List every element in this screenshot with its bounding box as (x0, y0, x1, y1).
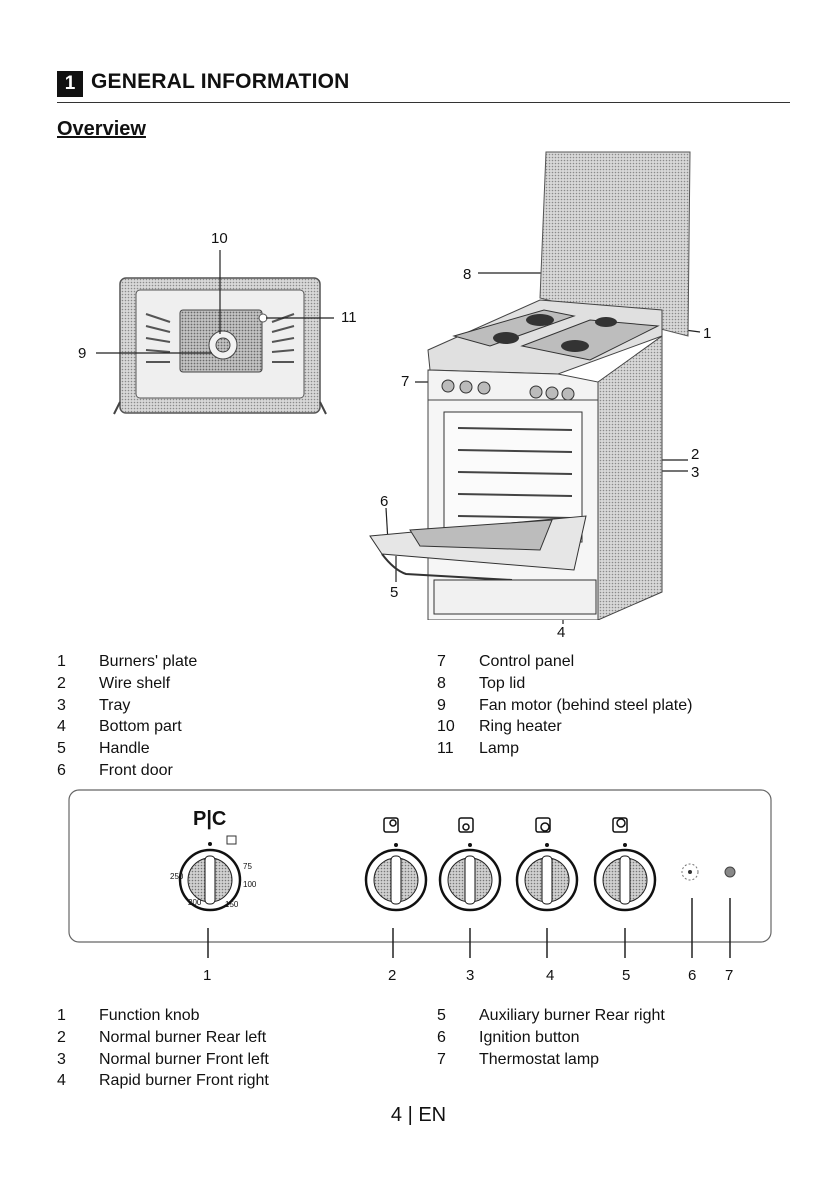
overview-heading: Overview (57, 118, 146, 140)
panel-callout-5: 5 (622, 967, 631, 984)
list-item: 3 Normal burner Front left (57, 1049, 269, 1071)
list-item: 3 Tray (57, 695, 197, 717)
item-number: 3 (57, 1050, 66, 1068)
item-number: 10 (437, 718, 455, 736)
control-panel-figure (68, 789, 772, 958)
item-number: 9 (437, 696, 446, 714)
function-knob-label: P|C (193, 808, 227, 830)
item-number: 4 (57, 718, 66, 736)
thermostat-lamp (724, 866, 736, 878)
cooker-figure (369, 151, 691, 620)
item-label: Wire shelf (99, 674, 171, 692)
callout-7: 7 (401, 373, 410, 390)
item-label: Ignition button (479, 1028, 580, 1046)
list-item: 6 Ignition button (437, 1027, 665, 1049)
item-label: Burners' plate (99, 653, 198, 670)
parts-list-right: 7 Control panel 8 Top lid 9 Fan motor (behi… (437, 651, 692, 760)
callout-8: 8 (463, 266, 472, 283)
item-number: 6 (437, 1028, 446, 1046)
item-number: 7 (437, 1050, 446, 1068)
item-number: 8 (437, 674, 446, 692)
panel-callout-7: 7 (725, 967, 734, 984)
list-item: 4 Rapid burner Front right (57, 1070, 269, 1092)
burner-knob-rear-left[interactable] (364, 817, 428, 912)
item-number: 4 (57, 1072, 66, 1090)
item-number: 5 (57, 740, 66, 758)
item-label: Normal burner Rear left (99, 1028, 267, 1046)
callout-6: 6 (380, 493, 389, 510)
item-number: 2 (57, 674, 66, 692)
item-number: 5 (437, 1007, 446, 1024)
list-item: 6 Front door (57, 760, 197, 782)
list-item: 7 Control panel (437, 651, 692, 673)
dial-mark: 250 (170, 872, 184, 881)
callout-4: 4 (557, 624, 566, 641)
list-item: 9 Fan motor (behind steel plate) (437, 695, 692, 717)
item-label: Auxiliary burner Rear right (479, 1007, 665, 1024)
list-item: 10 Ring heater (437, 716, 692, 738)
callout-1: 1 (703, 325, 712, 342)
item-number: 7 (437, 653, 446, 670)
panel-callout-4: 4 (546, 967, 555, 984)
item-number: 3 (57, 696, 66, 714)
section-title: GENERAL INFORMATION (91, 70, 350, 93)
burner-knob-front-right[interactable] (515, 817, 579, 912)
item-label: Front door (99, 761, 173, 779)
callout-10: 10 (211, 230, 228, 247)
section-number-badge: 1 (57, 71, 83, 97)
controls-list-right: 5 Auxiliary burner Rear right 6 Ignition b… (437, 1005, 665, 1070)
dial-mark: 150 (225, 900, 239, 909)
item-label: Bottom part (99, 718, 182, 736)
dial-mark: 100 (243, 880, 257, 889)
callout-5: 5 (390, 584, 399, 601)
page-footer: 4 | EN (390, 1104, 447, 1126)
list-item: 5 Auxiliary burner Rear right (437, 1005, 665, 1027)
item-number: 1 (57, 653, 66, 670)
item-number: 11 (437, 740, 454, 758)
list-item: 1 Function knob (57, 1005, 269, 1027)
burner-knob-rear-right[interactable] (593, 817, 657, 912)
header-rule (57, 102, 790, 103)
ignition-button[interactable] (681, 863, 699, 881)
dial-mark: 200 (188, 898, 202, 907)
list-item: 4 Bottom part (57, 716, 197, 738)
panel-callout-6: 6 (688, 967, 697, 984)
item-label: Fan motor (behind steel plate) (479, 696, 693, 714)
callout-3: 3 (691, 464, 700, 481)
item-label: Ring heater (479, 718, 562, 736)
item-label: Function knob (99, 1007, 200, 1024)
list-item: 2 Wire shelf (57, 673, 197, 695)
item-label: Thermostat lamp (479, 1050, 600, 1068)
callout-9: 9 (78, 345, 87, 362)
list-item: 5 Handle (57, 738, 197, 760)
list-item: 1 Burners' plate (57, 651, 197, 673)
item-label: Control panel (479, 653, 575, 670)
item-label: Normal burner Front left (99, 1050, 269, 1068)
item-label: Rapid burner Front right (99, 1072, 269, 1090)
list-item: 8 Top lid (437, 673, 692, 695)
panel-callout-2: 2 (388, 967, 397, 984)
item-number: 1 (57, 1007, 66, 1024)
function-knob[interactable] (178, 835, 242, 912)
item-label: Tray (99, 696, 131, 714)
panel-callout-1: 1 (203, 967, 212, 984)
item-number: 2 (57, 1028, 66, 1046)
list-item: 2 Normal burner Rear left (57, 1027, 269, 1049)
item-label: Lamp (479, 740, 520, 758)
list-item: 7 Thermostat lamp (437, 1049, 665, 1071)
dial-mark: 75 (243, 862, 252, 871)
parts-list-left: 1 Burners' plate 2 Wire shelf 3 Tray 4 Botto… (57, 651, 197, 782)
item-label: Handle (99, 740, 150, 758)
panel-callout-3: 3 (466, 967, 475, 984)
list-item: 11 Lamp (437, 738, 692, 760)
callout-2: 2 (691, 446, 700, 463)
item-label: Top lid (479, 674, 526, 692)
item-number: 6 (57, 761, 66, 779)
callout-11: 11 (341, 309, 357, 326)
burner-knob-front-left[interactable] (438, 817, 502, 912)
